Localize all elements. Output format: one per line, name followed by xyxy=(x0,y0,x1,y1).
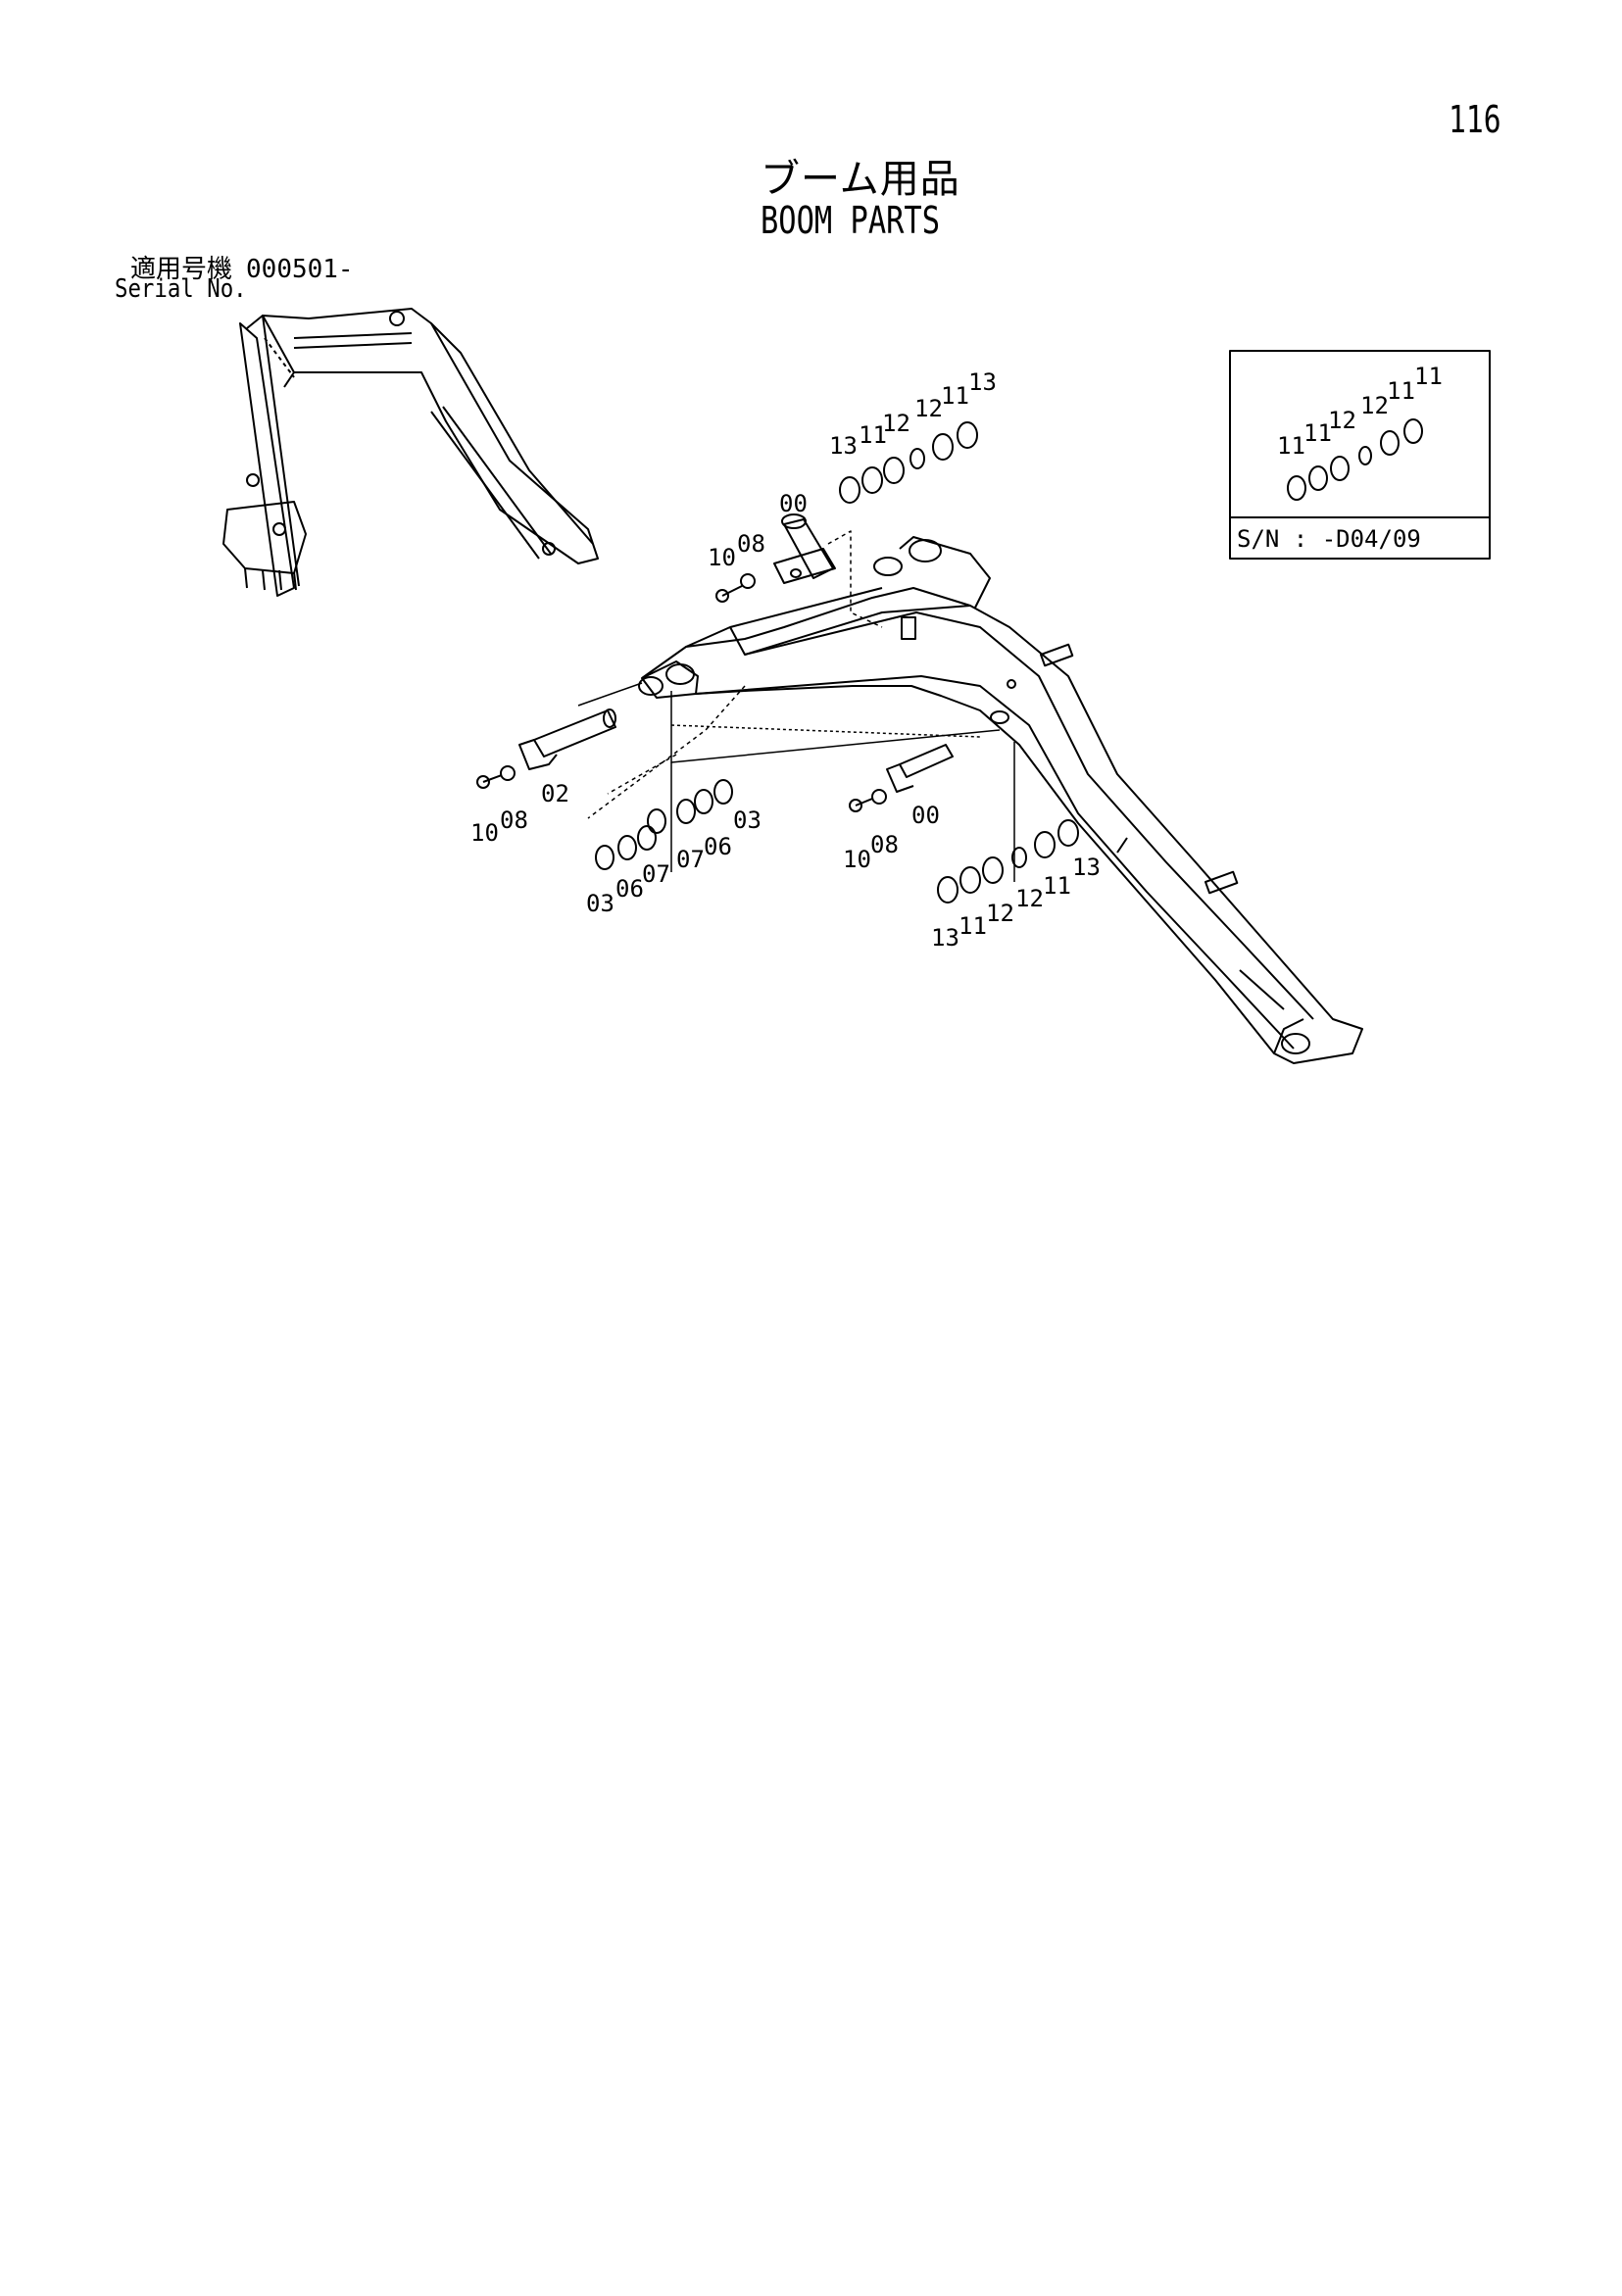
callout-00: 00 xyxy=(779,490,808,517)
callout-12: 12 xyxy=(986,900,1014,927)
callout-03: 03 xyxy=(733,806,762,834)
pin-top xyxy=(715,513,836,603)
callout-10: 10 xyxy=(843,846,871,873)
serial-label-jp-text: 適用号機 xyxy=(130,255,233,284)
inset-callout-12: 12 xyxy=(1328,407,1356,434)
page-title-en: BOOM PARTS xyxy=(761,199,941,242)
pin-left xyxy=(476,708,616,789)
inset-callout-11: 11 xyxy=(1277,432,1305,460)
washer-stack-bottom xyxy=(937,819,1079,904)
washer-stack-left-upper xyxy=(647,779,733,834)
callout-13: 13 xyxy=(968,368,997,396)
overview-thumbnail xyxy=(222,308,599,597)
leader-lines xyxy=(577,530,1015,882)
callout-11: 11 xyxy=(958,912,987,940)
main-boom xyxy=(638,536,1363,1064)
serial-range: 000501- xyxy=(246,255,354,284)
callout-02: 02 xyxy=(541,780,569,807)
callout-11: 11 xyxy=(1043,872,1071,900)
callout-13: 13 xyxy=(1072,854,1101,881)
pin-right xyxy=(849,744,954,812)
callout-12: 12 xyxy=(882,410,910,437)
callout-11: 11 xyxy=(859,421,887,449)
serial-label-jp: 適用号機 000501- xyxy=(130,249,354,285)
inset-callout-11: 11 xyxy=(1414,363,1443,390)
serial-label-en: Serial No. xyxy=(115,274,247,304)
callout-06: 06 xyxy=(615,875,644,903)
page-number: 116 xyxy=(1449,98,1501,141)
callout-10: 10 xyxy=(470,819,499,847)
callout-03: 03 xyxy=(586,890,614,917)
washer-stack-left-lower xyxy=(595,825,657,870)
inset-callout-11: 11 xyxy=(1387,377,1415,405)
callout-07: 07 xyxy=(676,846,705,873)
washer-stack-top xyxy=(839,421,978,504)
callout-06: 06 xyxy=(704,833,732,860)
page-title-jp: ブーム用品 xyxy=(761,157,960,202)
callout-12: 12 xyxy=(914,395,943,422)
callout-00: 00 xyxy=(911,802,940,829)
callout-13: 13 xyxy=(829,432,858,460)
callout-08: 08 xyxy=(870,831,899,858)
callout-13: 13 xyxy=(931,924,959,952)
callout-08: 08 xyxy=(500,806,528,834)
callout-07: 07 xyxy=(642,860,670,888)
callout-08: 08 xyxy=(737,530,765,558)
inset-detail xyxy=(1229,350,1491,560)
inset-serial-label: S/N : -D04/09 xyxy=(1237,525,1421,553)
inset-callout-12: 12 xyxy=(1360,392,1389,419)
callout-11: 11 xyxy=(941,382,969,410)
callout-12: 12 xyxy=(1015,885,1044,912)
callout-10: 10 xyxy=(708,544,736,571)
inset-callout-11: 11 xyxy=(1303,419,1332,447)
